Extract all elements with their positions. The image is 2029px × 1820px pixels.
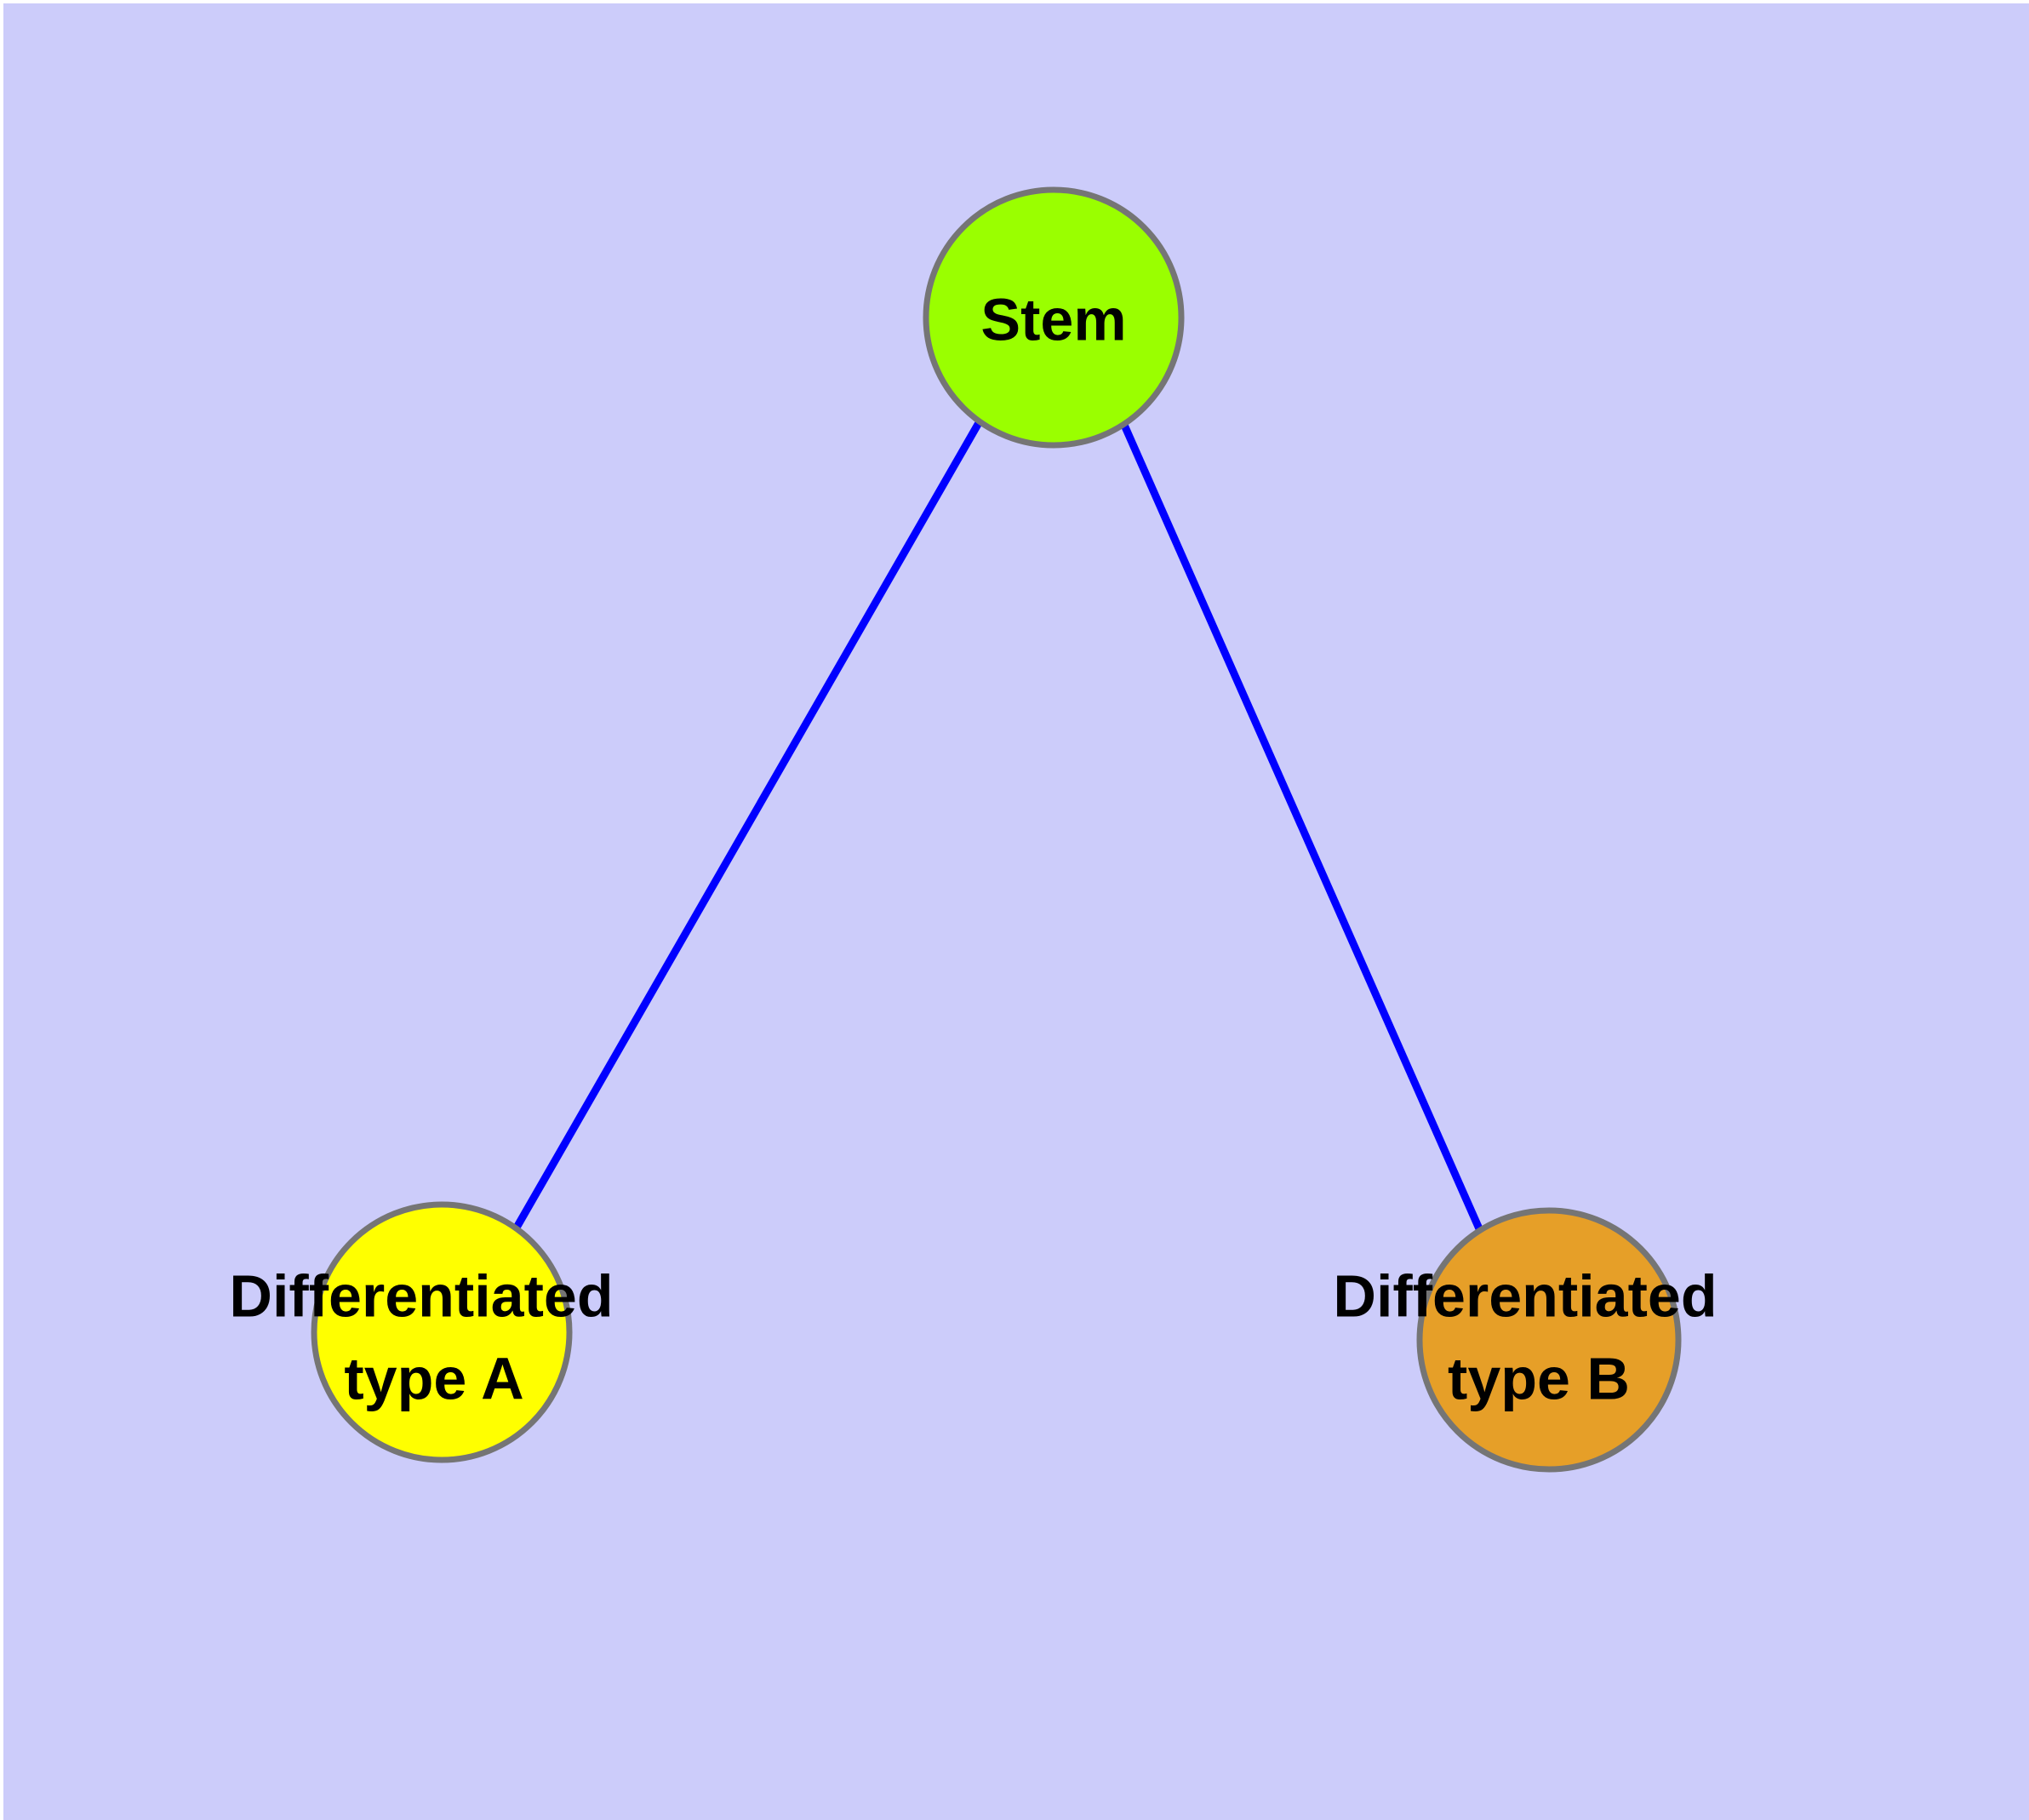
node-label-differentiated-type-b-line1: Differentiated [1333,1262,1717,1329]
node-label-stem: Stem [980,286,1126,352]
labels-group: Stem Differentiated type A Differentiate… [229,286,1717,1411]
node-differentiated-type-a[interactable] [311,1201,573,1463]
node-label-differentiated-type-a-line1: Differentiated [229,1262,613,1329]
node-differentiated-type-b[interactable] [1416,1207,1682,1473]
edge-stem-to-differentiated-type-b[interactable] [1119,421,1485,1234]
edges-group [513,419,1485,1234]
nodes-group [311,186,1682,1473]
node-stem[interactable] [923,186,1185,449]
node-label-differentiated-type-a-line2: type A [344,1345,523,1411]
node-label-differentiated-type-b-line2: type B [1448,1345,1630,1411]
edge-stem-to-differentiated-type-a[interactable] [513,419,983,1230]
